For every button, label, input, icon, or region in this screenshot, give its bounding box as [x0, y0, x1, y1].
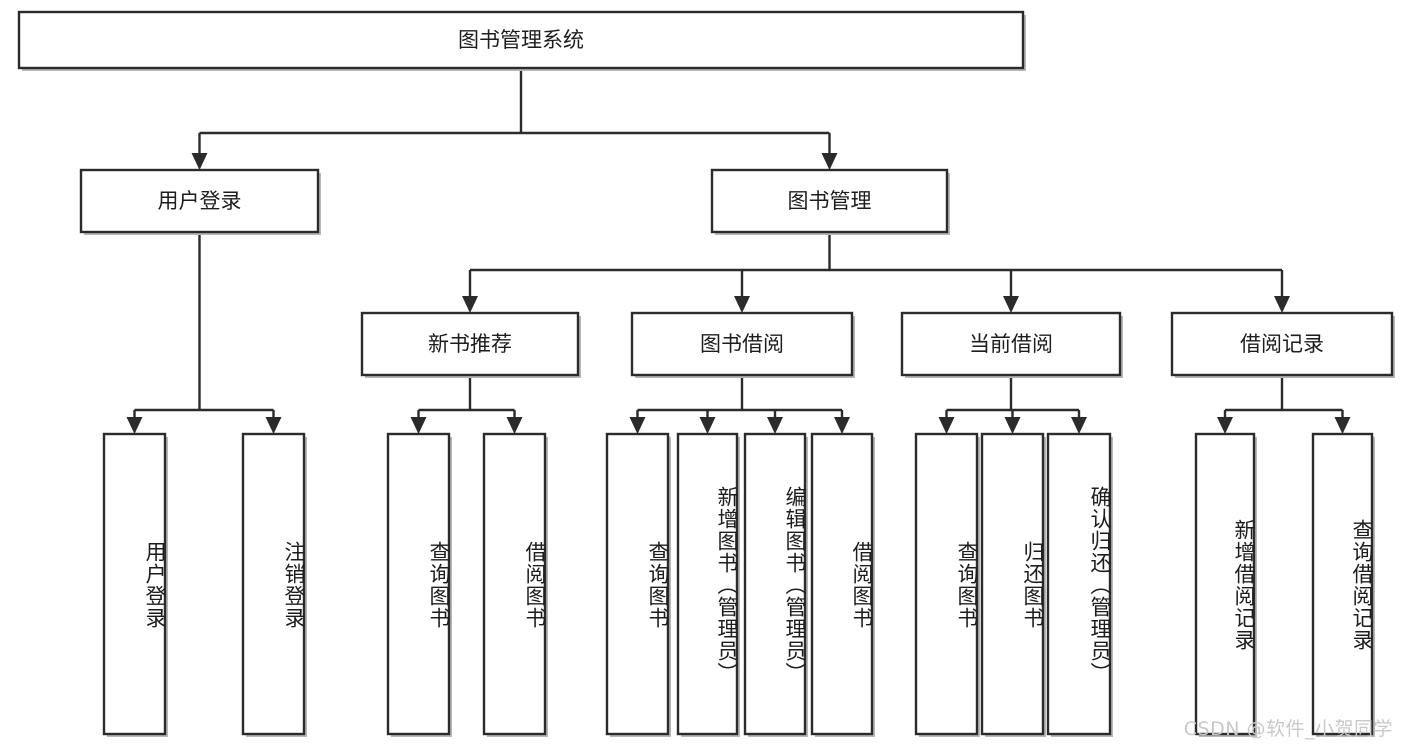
node-level3-label-3: 借阅记录 — [1240, 332, 1324, 356]
arrow-head-icon — [1071, 417, 1087, 434]
node-level3-label-1: 图书借阅 — [700, 332, 784, 356]
arrow-head-icon — [734, 296, 750, 313]
node-leaf-0[interactable] — [102, 432, 168, 737]
watermark-text: CSDN @软件_小贺同学 — [1183, 718, 1393, 740]
node-leaf-6[interactable] — [743, 432, 808, 737]
node-leaf-9[interactable] — [980, 432, 1046, 737]
node-leaf-4[interactable] — [605, 432, 671, 737]
connector-lines — [126, 68, 1351, 434]
node-level3-label-2: 当前借阅 — [969, 332, 1053, 356]
node-root[interactable]: 图书管理系统 — [17, 10, 1026, 71]
node-leaf-2[interactable] — [386, 432, 452, 737]
arrow-head-icon — [1003, 296, 1019, 313]
node-leaf-5[interactable] — [676, 432, 740, 737]
node-level3-1[interactable]: 图书借阅 — [630, 311, 855, 378]
node-level2-1[interactable]: 图书管理 — [710, 168, 950, 235]
arrow-head-icon — [1274, 296, 1290, 313]
node-leaf-11[interactable] — [1194, 432, 1257, 737]
arrow-head-icon — [1334, 417, 1351, 434]
node-leaf-10[interactable] — [1046, 432, 1113, 737]
node-leaf-12[interactable] — [1311, 432, 1375, 737]
arrow-head-icon — [938, 417, 955, 434]
node-level2-0[interactable]: 用户登录 — [79, 168, 321, 235]
arrow-head-icon — [699, 417, 716, 434]
arrow-head-icon — [410, 417, 427, 434]
arrow-head-icon — [1217, 417, 1233, 434]
arrow-head-icon — [265, 417, 282, 434]
arrow-head-icon — [767, 417, 783, 434]
arrow-head-icon — [506, 417, 523, 434]
arrow-head-icon — [462, 296, 478, 313]
node-level2-label-0: 用户登录 — [158, 189, 242, 213]
arrow-head-icon — [834, 417, 850, 434]
node-root-label: 图书管理系统 — [458, 28, 584, 52]
node-leaf-8[interactable] — [914, 432, 980, 737]
arrow-head-icon — [191, 153, 208, 170]
arrow-head-icon — [126, 417, 143, 434]
node-level3-3[interactable]: 借阅记录 — [1170, 311, 1395, 378]
node-level3-2[interactable]: 当前借阅 — [900, 311, 1123, 378]
arrow-head-icon — [1004, 417, 1021, 434]
node-level2-label-1: 图书管理 — [788, 189, 872, 213]
node-level3-label-0: 新书推荐 — [428, 332, 512, 356]
arrow-head-icon — [821, 153, 838, 170]
node-level3-0[interactable]: 新书推荐 — [360, 311, 581, 378]
arrow-head-icon — [629, 417, 646, 434]
node-leaf-7[interactable] — [810, 432, 875, 737]
node-leaf-1[interactable] — [241, 432, 307, 737]
node-leaf-3[interactable] — [482, 432, 548, 737]
